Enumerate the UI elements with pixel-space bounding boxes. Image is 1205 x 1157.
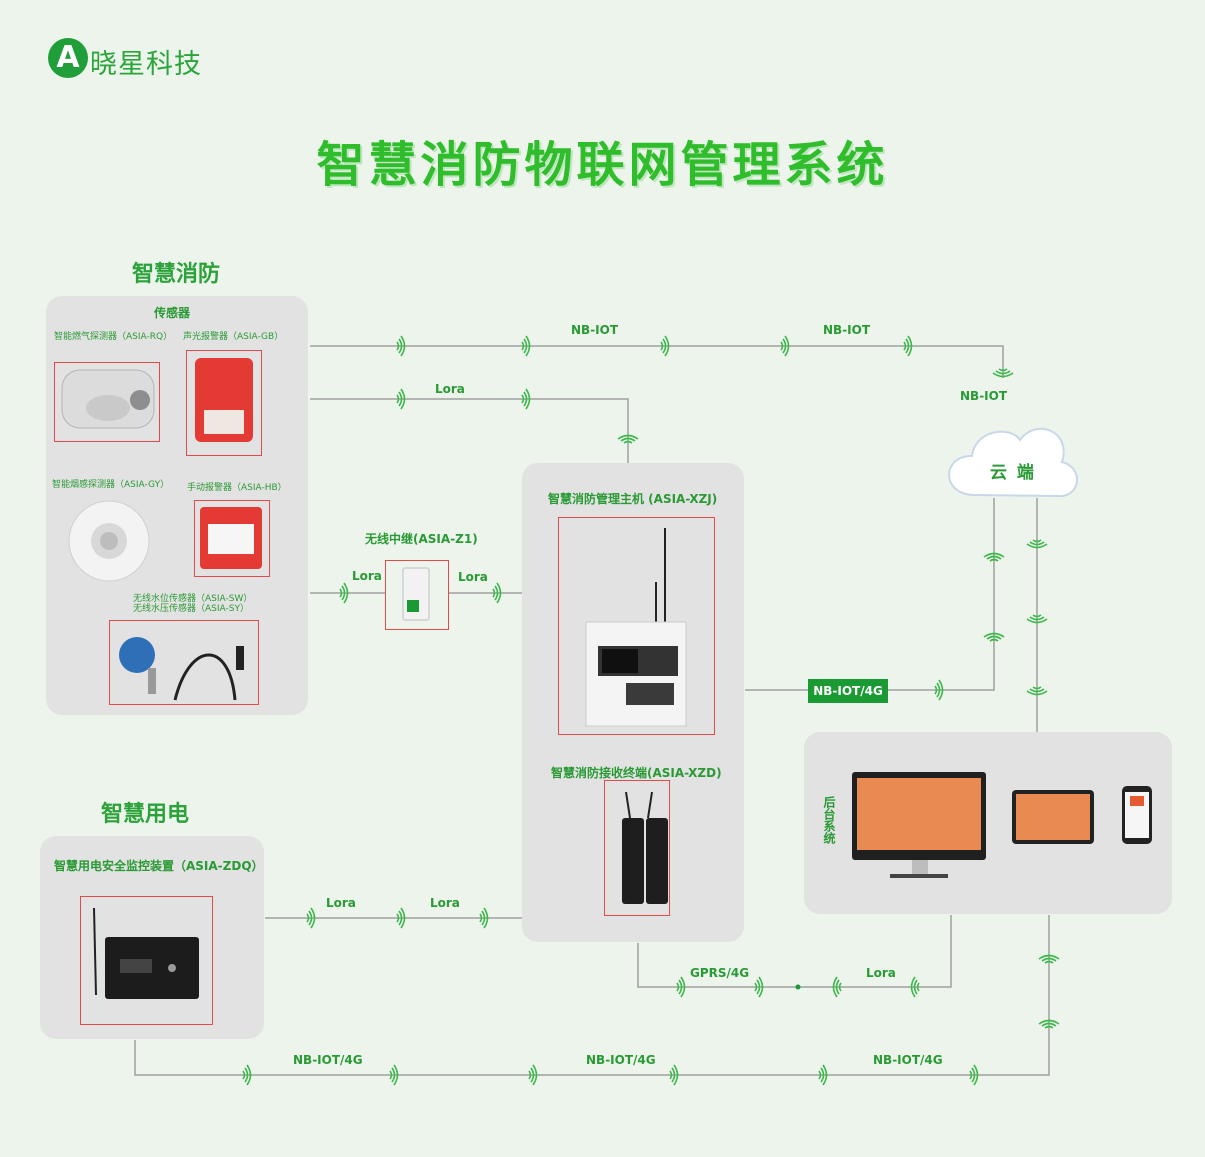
link-label-nbiot4g-bottom-2: NB-IOT/4G: [586, 1053, 656, 1067]
brand-name: 晓星科技: [90, 49, 202, 80]
link-label-nbiot4g-bottom-1: NB-IOT/4G: [293, 1053, 363, 1067]
link-label-nbiot-2: NB-IOT: [823, 323, 871, 337]
sensor-smoke-label: 智能烟感探测器（ASIA-GY）: [52, 480, 170, 490]
sensor-alarm-label: 声光报警器（ASIA-GB）: [183, 332, 284, 342]
backend-label: 后台系统: [822, 796, 836, 844]
link-label-lora-relay-right: Lora: [458, 570, 488, 584]
electric-device-frame: [80, 896, 213, 1025]
gas-detector-frame: [54, 362, 160, 442]
sensors-heading: 传感器: [154, 306, 191, 320]
link-label-nbiot-cloud: NB-IOT: [960, 389, 1008, 403]
link-label-nbiot4g-bottom-3: NB-IOT/4G: [873, 1053, 943, 1067]
host-frame: [558, 517, 715, 735]
link-label-lora-electric-2: Lora: [430, 896, 460, 910]
receiver-label: 智慧消防接收终端(ASIA-XZD): [551, 766, 722, 780]
relay-frame: [385, 560, 449, 630]
section-title-electric: 智慧用电: [101, 802, 190, 827]
logo-icon: A: [48, 38, 88, 78]
sensor-water-level-label: 无线水位传感器（ASIA-SW）: [133, 594, 253, 604]
page-title: 智慧消防物联网管理系统: [316, 137, 889, 193]
sensor-gas-label: 智能燃气探测器（ASIA-RQ）: [54, 332, 173, 342]
host-label: 智慧消防管理主机 (ASIA-XZJ): [548, 492, 718, 506]
receiver-frame: [604, 780, 670, 916]
link-label-lora-backend: Lora: [866, 966, 896, 980]
nbiot-4g-badge: NB-IOT/4G: [808, 679, 888, 703]
water-sensor-frame: [109, 620, 259, 705]
link-label-lora-electric-1: Lora: [326, 896, 356, 910]
electric-device-label: 智慧用电安全监控装置（ASIA-ZDQ）: [54, 859, 264, 873]
sensor-water-pressure-label: 无线水压传感器（ASIA-SY）: [133, 604, 249, 614]
alarm-frame: [186, 350, 262, 456]
link-label-lora-relay-left: Lora: [352, 569, 382, 583]
sensor-manual-label: 手动报警器（ASIA-HB）: [187, 483, 287, 493]
link-label-nbiot-1: NB-IOT: [571, 323, 619, 337]
relay-label: 无线中继(ASIA-Z1): [365, 532, 478, 546]
section-title-fire: 智慧消防: [132, 262, 221, 287]
link-label-gprs: GPRS/4G: [690, 966, 750, 980]
link-label-lora-top: Lora: [435, 382, 465, 396]
cloud-label: 云 端: [990, 463, 1036, 483]
logo-letter: A: [56, 40, 80, 75]
manual-alarm-frame: [194, 500, 270, 577]
